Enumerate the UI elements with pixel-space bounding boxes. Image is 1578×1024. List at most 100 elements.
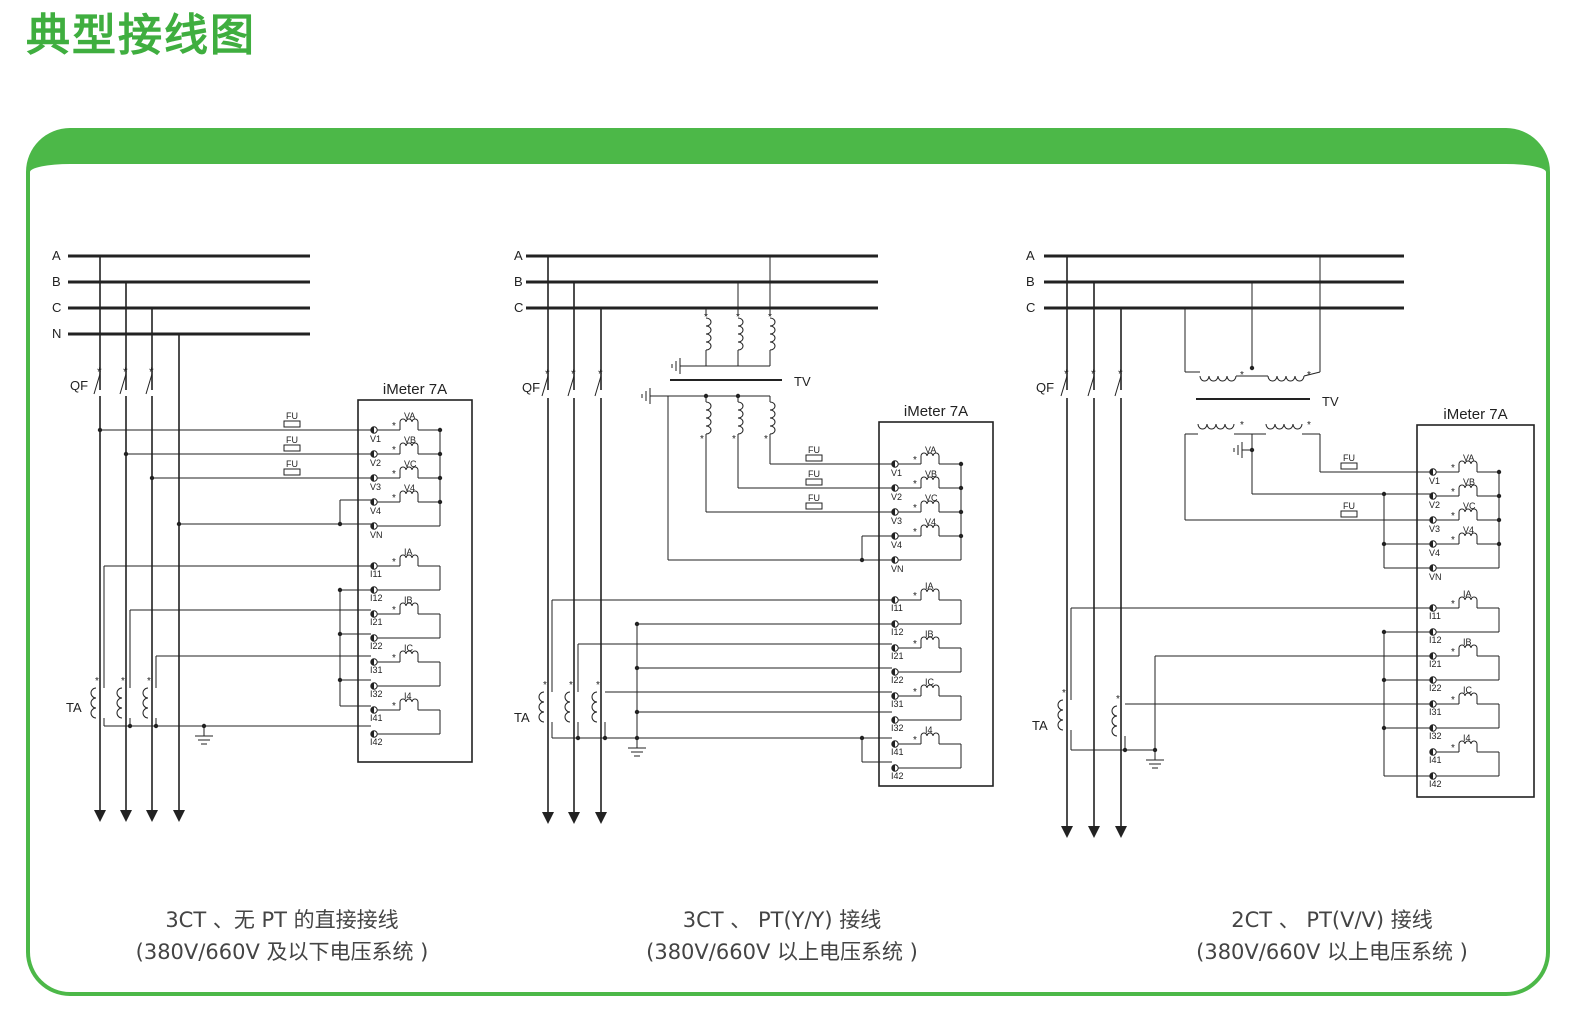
fuse-label: FU — [1343, 501, 1355, 511]
current-coil-label: IC — [404, 643, 414, 653]
current-coil-label: IA — [1463, 589, 1472, 599]
current-terminal-label: I22 — [370, 641, 383, 651]
breaker-icon — [145, 373, 153, 395]
arrow-down-icon — [1115, 826, 1127, 838]
current-terminal-label: I42 — [370, 737, 383, 747]
pt-coil-icon — [769, 401, 776, 435]
fuse-label: FU — [286, 459, 298, 469]
ct-coil-icon — [1057, 699, 1064, 731]
current-terminal-label: I11 — [1429, 611, 1441, 621]
junction-dot — [1122, 747, 1128, 753]
breaker-icon — [1087, 375, 1095, 397]
voltage-terminal-label: V1 — [891, 468, 902, 478]
voltage-coil-label: VC — [925, 493, 938, 503]
voltage-coil-icon — [920, 524, 940, 529]
polarity-mark: * — [1307, 420, 1311, 431]
polarity-mark: * — [704, 312, 708, 323]
voltage-terminal-label: V1 — [1429, 476, 1440, 486]
current-coil-label: IA — [925, 581, 934, 591]
polarity-mark: * — [543, 680, 547, 691]
terminal-fill — [1429, 772, 1433, 780]
current-coil-icon — [399, 698, 419, 703]
voltage-terminal-label: V4 — [891, 540, 902, 550]
current-terminal-label: I22 — [1429, 683, 1442, 693]
bus-label: B — [1026, 274, 1035, 289]
current-terminal-label: I42 — [891, 771, 904, 781]
voltage-coil-icon — [1458, 460, 1478, 465]
voltage-coil-label: VB — [404, 435, 416, 445]
ct-coil-icon — [142, 687, 149, 719]
wire — [1303, 371, 1321, 377]
current-coil-icon — [1458, 692, 1478, 697]
voltage-coil-label: VB — [1463, 477, 1475, 487]
voltage-coil-label: V4 — [1463, 525, 1474, 535]
pt-coil-icon — [737, 317, 744, 351]
terminal-fill — [1429, 540, 1433, 548]
terminal-fill — [891, 740, 895, 748]
current-coil-icon — [399, 650, 419, 655]
polarity-mark: * — [913, 503, 917, 514]
breaker-label: QF — [522, 380, 540, 395]
junction-dot — [1249, 365, 1255, 371]
polarity-mark: * — [392, 605, 396, 616]
voltage-coil-label: VC — [1463, 501, 1476, 511]
arrow-down-icon — [542, 812, 554, 824]
voltage-terminal-label: VN — [891, 564, 904, 574]
meter-box — [1416, 424, 1535, 798]
polarity-mark: * — [1451, 487, 1455, 498]
current-coil-label: IC — [1463, 685, 1473, 695]
breaker-mark: * — [149, 365, 154, 379]
bus-label: B — [52, 274, 61, 289]
terminal-fill — [1429, 604, 1433, 612]
ct-label: TA — [1032, 718, 1048, 733]
polarity-mark: * — [1307, 370, 1311, 381]
polarity-mark: * — [569, 680, 573, 691]
fuse-label: FU — [808, 469, 820, 479]
polarity-mark: * — [392, 469, 396, 480]
breaker-icon — [1060, 375, 1068, 397]
voltage-terminal-label: V4 — [1429, 548, 1440, 558]
terminal-fill — [370, 474, 374, 482]
bus-label: A — [52, 248, 61, 263]
voltage-coil-icon — [920, 452, 940, 457]
current-terminal-label: I41 — [370, 713, 383, 723]
polarity-mark: * — [1451, 647, 1455, 658]
bus-label: A — [1026, 248, 1035, 263]
voltage-coil-icon — [399, 442, 419, 447]
arrow-down-icon — [1061, 826, 1073, 838]
junction-dot — [153, 723, 159, 729]
page-title: 典型接线图 — [26, 10, 256, 61]
current-terminal-label: I31 — [370, 665, 383, 675]
breaker-icon — [1114, 375, 1122, 397]
fuse-icon — [283, 420, 301, 428]
polarity-mark: * — [732, 434, 736, 445]
voltage-coil-icon — [1458, 532, 1478, 537]
voltage-terminal-label: V4 — [370, 506, 381, 516]
fuse-icon — [805, 502, 823, 510]
voltage-terminal-label: V2 — [1429, 500, 1440, 510]
breaker-mark: * — [545, 367, 550, 381]
current-coil-label: I4 — [404, 691, 412, 701]
current-terminal-label: I12 — [370, 593, 383, 603]
bus-label: N — [52, 326, 61, 341]
polarity-mark: * — [700, 434, 704, 445]
pt-coil-icon — [1197, 423, 1235, 430]
terminal-fill — [1429, 700, 1433, 708]
polarity-mark: * — [392, 421, 396, 432]
current-terminal-label: I21 — [370, 617, 383, 627]
terminal-fill — [370, 730, 374, 738]
polarity-mark: * — [95, 676, 99, 687]
junction-dot — [703, 393, 709, 399]
terminal-fill — [370, 706, 374, 714]
current-coil-label: I4 — [1463, 733, 1471, 743]
arrow-down-icon — [595, 812, 607, 824]
terminal-fill — [1429, 724, 1433, 732]
terminal-fill — [891, 764, 895, 772]
pt-coil-icon — [1199, 375, 1237, 382]
current-coil-icon — [399, 554, 419, 559]
breaker-mark: * — [571, 367, 576, 381]
terminal-fill — [370, 498, 374, 506]
breaker-icon — [119, 373, 127, 395]
fuse-icon — [1340, 462, 1358, 470]
